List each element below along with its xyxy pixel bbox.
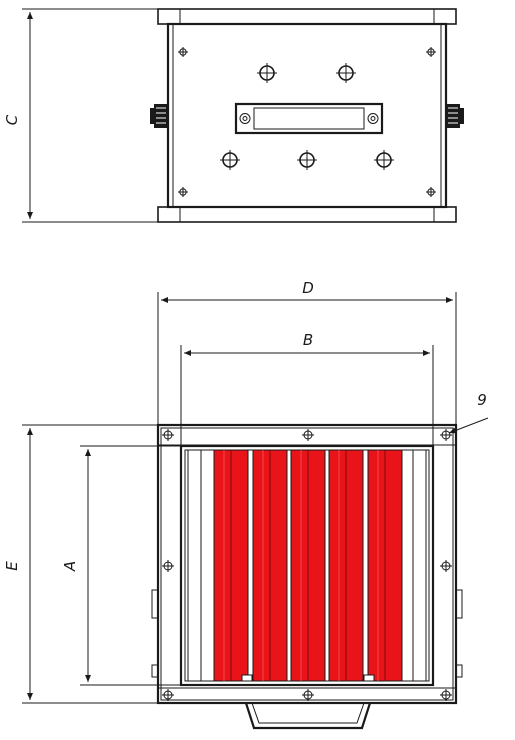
side-knob-right <box>446 104 464 128</box>
bolt-hole <box>297 150 317 170</box>
dimension-label-e: E <box>3 561 21 571</box>
frame-hole <box>440 689 452 701</box>
bottom-handle-inner <box>251 702 365 724</box>
frame-hole <box>162 429 174 441</box>
dimension-label-d: D <box>302 279 314 297</box>
corner-hole <box>426 187 436 197</box>
bar-clip <box>241 674 253 682</box>
frame-hole <box>162 689 174 701</box>
frame-hole <box>302 689 314 701</box>
dimension-label-a: A <box>61 561 79 572</box>
frame-hole <box>440 429 452 441</box>
magnetic-bar <box>290 449 326 682</box>
bolt-hole <box>336 63 356 83</box>
corner-hole <box>178 47 188 57</box>
bolt-hole <box>257 63 277 83</box>
corner-hole <box>426 47 436 57</box>
bar-clip <box>363 674 375 682</box>
housing-inner-edge <box>172 23 442 208</box>
side-knob-left <box>150 104 168 128</box>
top-flange <box>157 8 457 25</box>
grate-bar-white <box>412 449 427 682</box>
dimension-label-b: B <box>303 331 313 349</box>
dimension-label-c: C <box>3 114 21 125</box>
top-view: C <box>3 8 464 223</box>
handle-bar <box>234 102 384 135</box>
grate-bar-white <box>187 449 202 682</box>
magnetic-bar <box>328 449 364 682</box>
bolt-hole <box>374 150 394 170</box>
magnetic-bar <box>213 449 249 682</box>
frame-hole <box>162 560 174 572</box>
bolt-hole <box>220 150 240 170</box>
grate-opening <box>179 444 435 687</box>
front-frame-inner <box>160 427 454 701</box>
bottom-flange <box>157 206 457 223</box>
callout-number: 9 <box>477 391 487 409</box>
bottom-handle <box>244 702 372 730</box>
magnetic-bar <box>252 449 288 682</box>
housing-body <box>166 22 448 209</box>
front-frame <box>156 423 458 705</box>
frame-hole <box>440 560 452 572</box>
corner-hole <box>178 187 188 197</box>
frame-hole <box>302 429 314 441</box>
front-view: D B E A 9 <box>3 279 489 730</box>
magnetic-bar <box>367 449 403 682</box>
